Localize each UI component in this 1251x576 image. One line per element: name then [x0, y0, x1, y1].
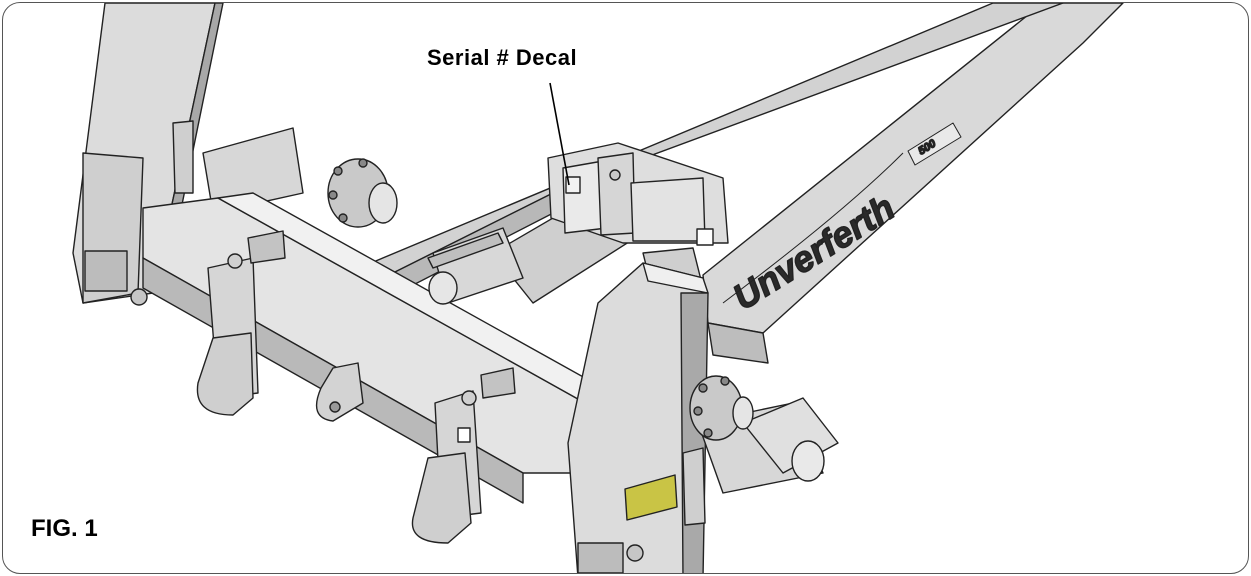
leader-line	[549, 82, 570, 186]
wheel-hub-icon	[689, 375, 754, 441]
wheel-hub-icon	[327, 158, 398, 228]
warning-decal	[624, 474, 678, 521]
brand-decal: Unverferth 500	[722, 122, 962, 318]
figure-label: FIG. 1	[31, 515, 98, 542]
hitch-frame-drawing: Unverferth 500	[72, 3, 1124, 573]
serial-decal	[565, 176, 581, 194]
hydraulic-cylinder-icon	[427, 227, 524, 305]
serial-decal-callout: Serial # Decal	[427, 45, 578, 70]
